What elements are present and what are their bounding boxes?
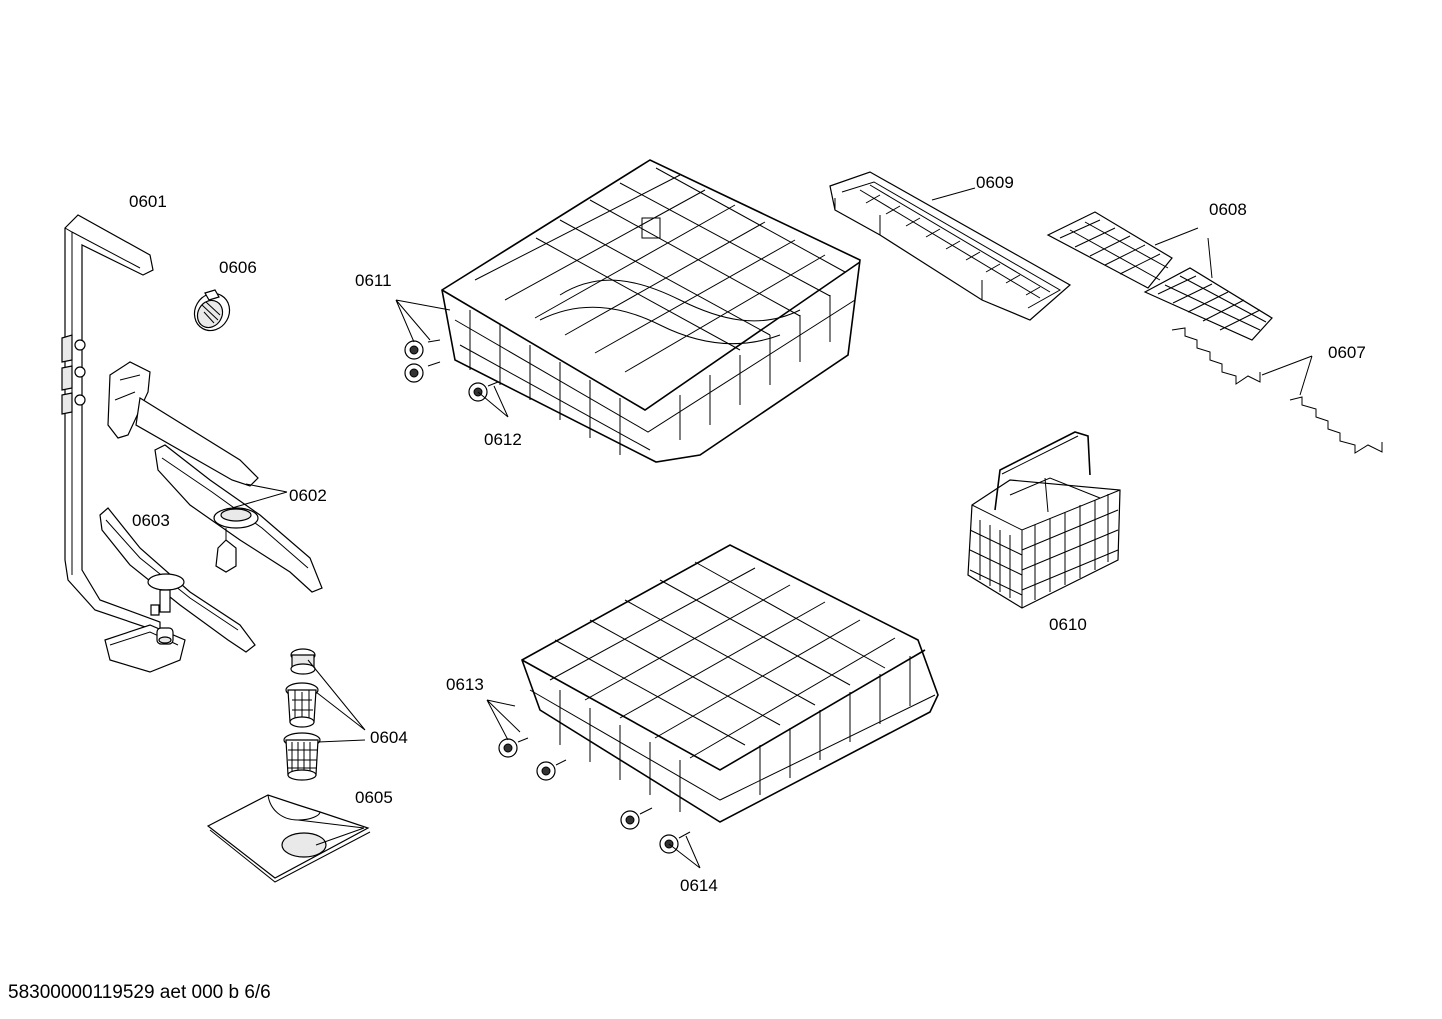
cutlery-basket-0610	[968, 432, 1120, 608]
document-code: 58300000119529 aet 000 b 6/6	[8, 982, 271, 1003]
label-0601: 0601	[129, 192, 167, 211]
label-0613: 0613	[446, 675, 484, 694]
lower-spray-arm-0603	[100, 508, 255, 652]
lower-basket	[499, 545, 938, 853]
label-0612: 0612	[484, 430, 522, 449]
leader-lines	[232, 188, 1312, 868]
label-0614: 0614	[680, 876, 718, 895]
upper-spray-arm-0602	[108, 362, 322, 592]
label-0611: 0611	[355, 271, 392, 290]
upper-basket	[405, 160, 860, 462]
label-0608: 0608	[1209, 200, 1247, 219]
label-0605: 0605	[355, 788, 393, 807]
flat-filter-plate-0605	[208, 795, 370, 882]
strainer-cap-0606	[188, 287, 236, 337]
cup-rack-0608	[1048, 212, 1272, 340]
label-0607: 0607	[1328, 343, 1366, 362]
label-0610: 0610	[1049, 615, 1087, 634]
label-0604: 0604	[370, 728, 408, 747]
label-0606: 0606	[219, 258, 257, 277]
filter-set-0604	[284, 649, 320, 780]
cutlery-tray-0609	[830, 172, 1070, 320]
supply-pipe-0601	[62, 215, 185, 672]
label-0603: 0603	[132, 511, 170, 530]
label-0609: 0609	[976, 173, 1014, 192]
small-rack-0607	[1172, 328, 1382, 453]
label-0602: 0602	[289, 486, 327, 505]
